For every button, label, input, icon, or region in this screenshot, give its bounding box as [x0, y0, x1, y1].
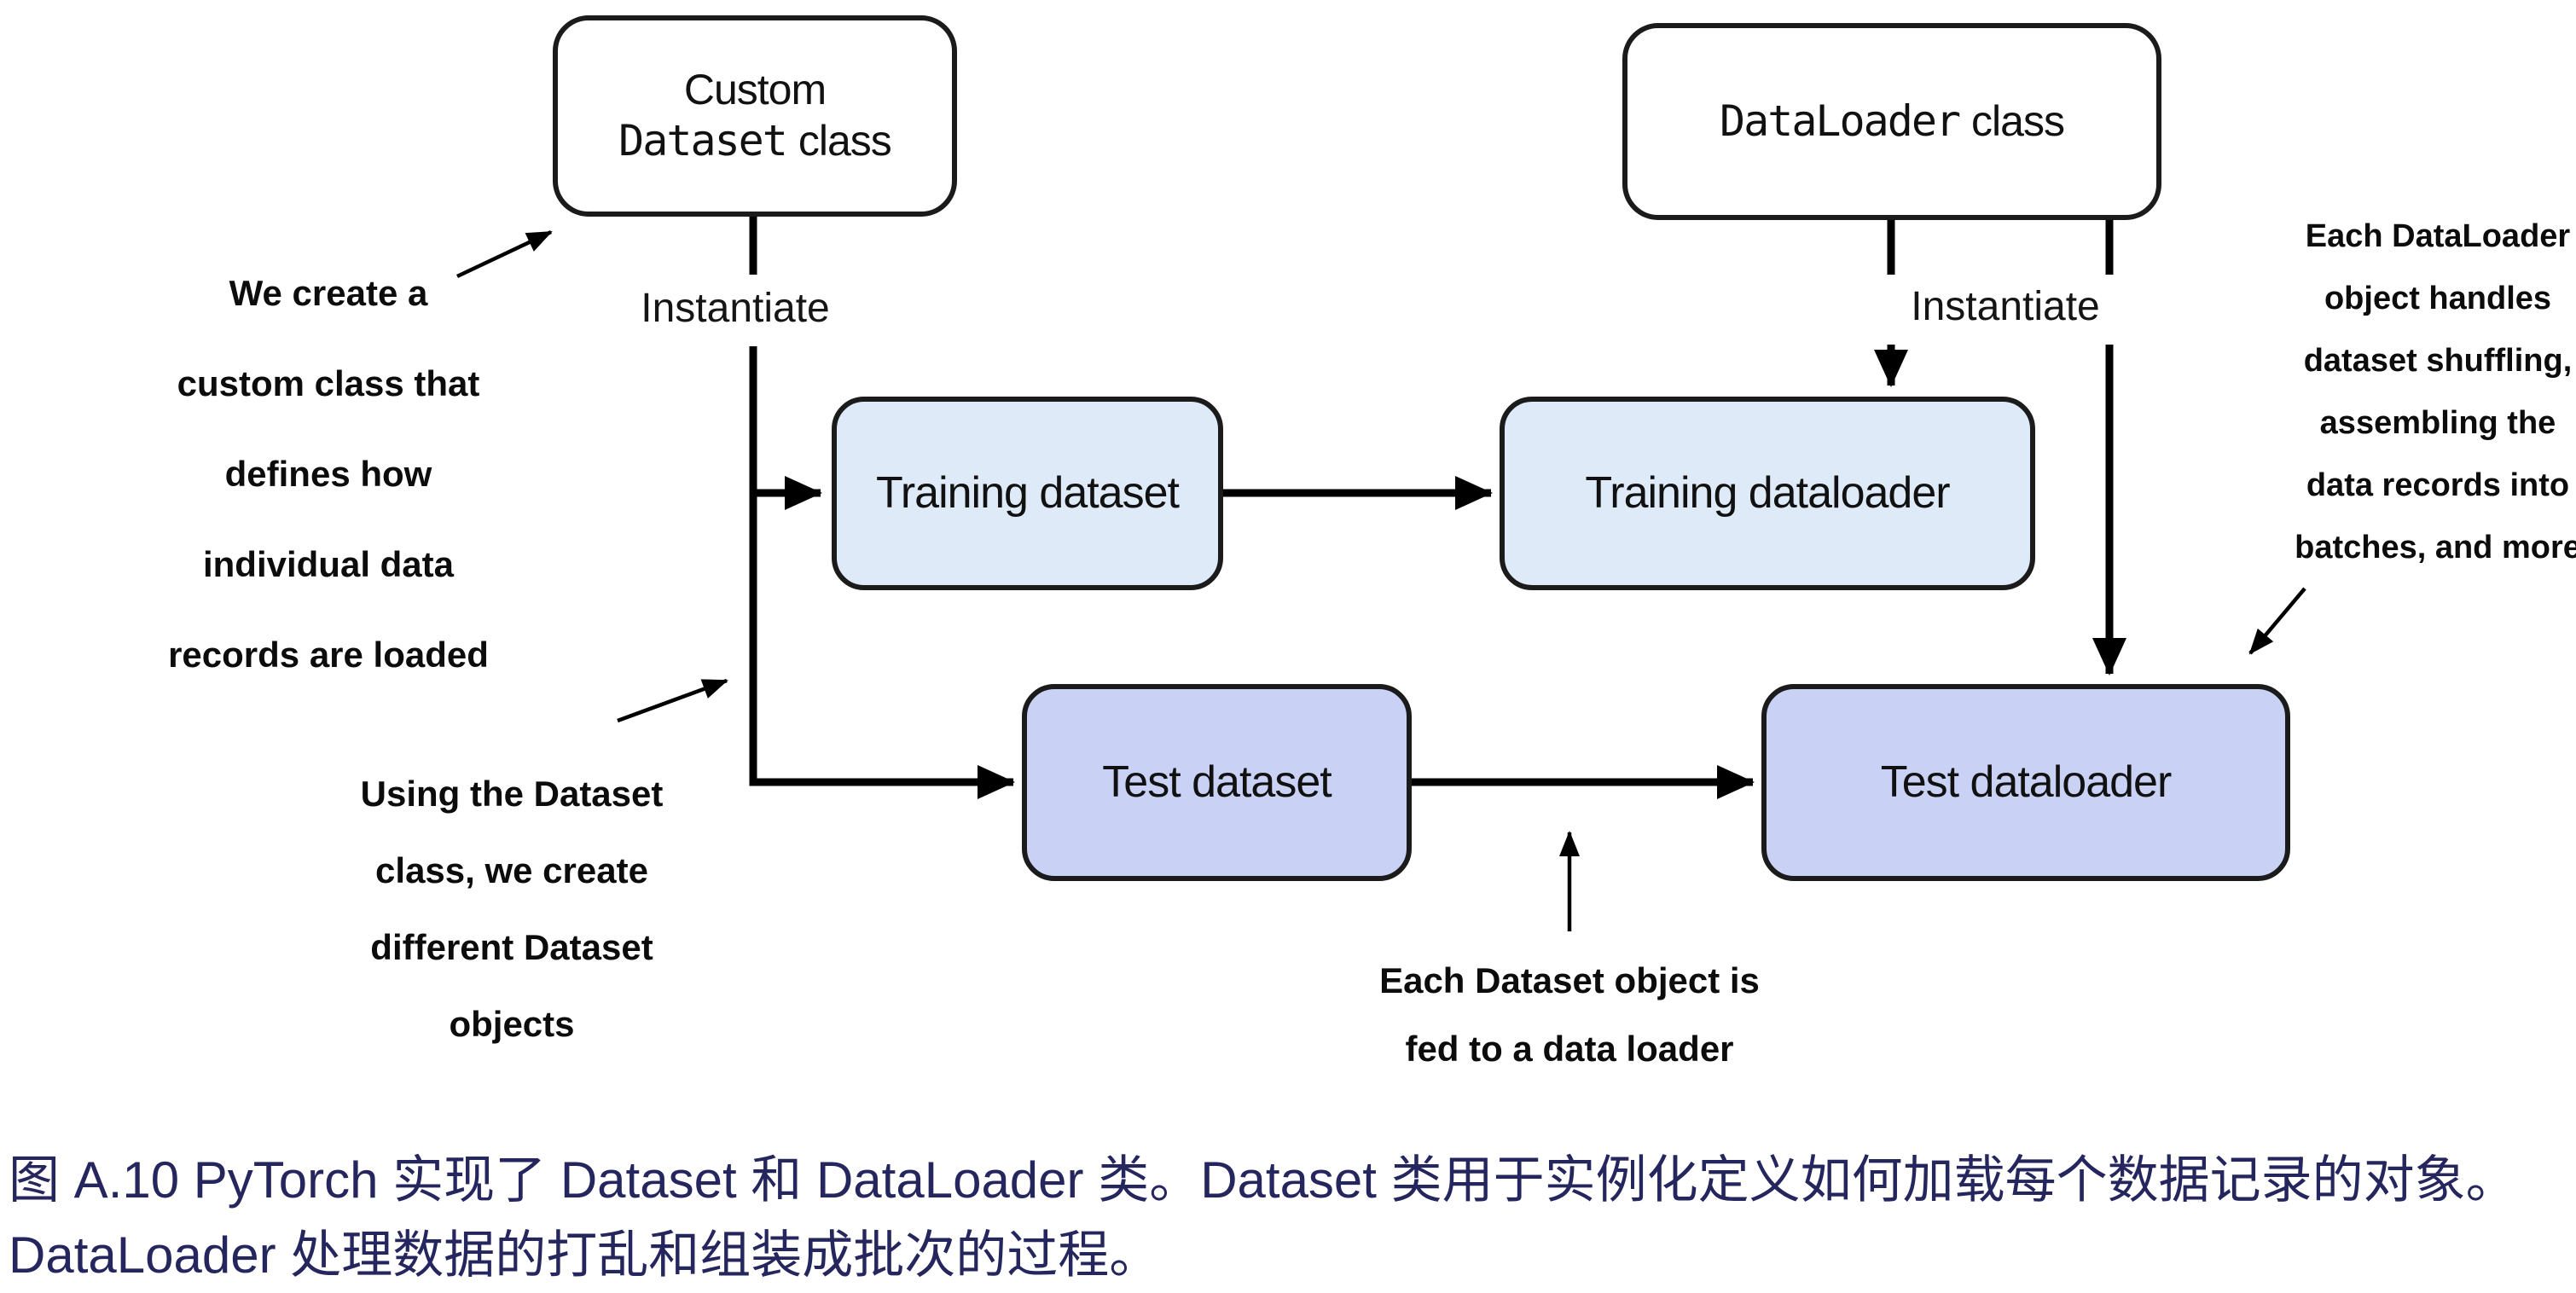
- training-dataloader-label: Training dataloader: [1585, 467, 1950, 518]
- test-dataset-label: Test dataset: [1102, 757, 1332, 807]
- dataloader-duties-note-pointer-arrow: [2248, 587, 2306, 655]
- dataloader-code-word: DataLoader: [1720, 96, 1961, 146]
- test-dataloader-label: Test dataloader: [1880, 757, 2173, 807]
- dataloader-duties-note: Each DataLoader object handles dataset s…: [2295, 218, 2576, 565]
- custom-word: Custom: [683, 66, 827, 114]
- dataset-objects-note-pointer-arrow: [617, 678, 728, 723]
- class-word: class: [1971, 96, 2065, 145]
- figure-caption: 图 A.10 PyTorch 实现了 Dataset 和 DataLoader …: [9, 1151, 2517, 1284]
- class-word: class: [798, 117, 892, 165]
- instantiate-label-left: Instantiate: [607, 285, 863, 332]
- test-dataset-box: Test dataset: [1022, 684, 1412, 881]
- instantiate-label-right: Instantiate: [1877, 283, 2133, 330]
- training-dataset-box: Training dataset: [832, 397, 1223, 590]
- training-dataloader-box: Training dataloader: [1500, 397, 2035, 590]
- custom-note-pointer-arrow: [456, 229, 553, 279]
- dataset-objects-note: Using the Dataset class, we create diffe…: [360, 774, 664, 1044]
- fed-to-loader-note: Each Dataset object is fed to a data loa…: [1379, 960, 1760, 1069]
- custom-class-note: We create a custom class that defines ho…: [168, 273, 489, 675]
- training-dataset-label: Training dataset: [876, 467, 1180, 518]
- test-dataloader-box: Test dataloader: [1761, 684, 2290, 881]
- dataset-code-word: Dataset: [618, 116, 788, 165]
